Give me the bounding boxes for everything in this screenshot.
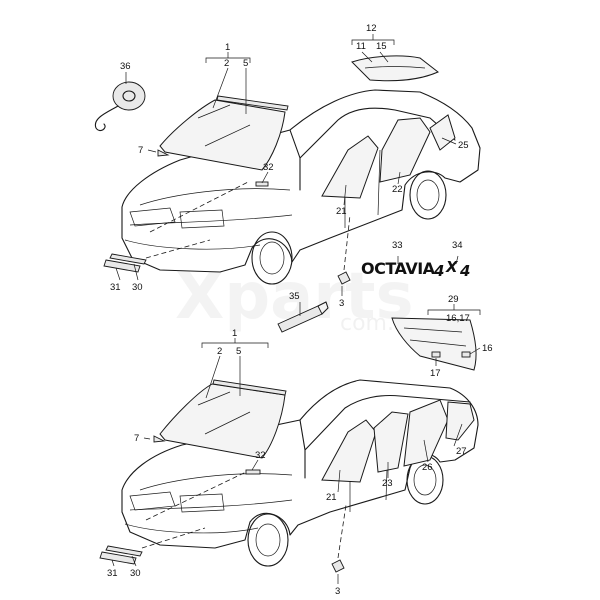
estate-support-wedge (153, 435, 166, 443)
estate-roof-line (299, 394, 471, 479)
label-3-top: 3 (339, 298, 344, 309)
label-16-17: 16,17 (446, 313, 470, 324)
octavia-badge: OCTAVIA (361, 259, 436, 278)
estate-front-wheel-rim (255, 523, 281, 557)
label-21-top: 21 (336, 206, 347, 217)
label-1-top: 1 (225, 42, 230, 53)
estate-dash-1 (145, 471, 247, 521)
sedan-rear-door-window (379, 117, 431, 183)
estate-windscreen-reflection (197, 391, 251, 435)
estate-clip-3 (331, 559, 345, 573)
sedan-grille (179, 209, 225, 229)
label-2-bottom: 2 (217, 346, 222, 357)
estate-trim-strip-31 (99, 551, 137, 565)
adhesive-tape-strand (94, 105, 119, 132)
adhesive-tape-core (122, 90, 136, 102)
sedan-bumper (124, 239, 261, 250)
sedan-support-wedge (157, 149, 170, 157)
sedan-dash-1 (149, 181, 249, 233)
label-21-bottom: 21 (326, 492, 337, 503)
four-by-four-badge: 4 X 4 (433, 258, 470, 280)
estate-rear-connector-1 (431, 351, 441, 358)
sedan-headlight (129, 207, 176, 227)
label-33: 33 (392, 240, 403, 251)
badge-4-left: 4 (433, 262, 444, 280)
estate-trim-strip-30 (105, 545, 143, 557)
sedan-rear-wheel (409, 170, 447, 220)
label-34: 34 (452, 240, 463, 251)
sedan-windscreen-strip (216, 95, 289, 111)
estate-rear-window-heater (403, 327, 467, 347)
label-29: 29 (448, 294, 459, 305)
label-5-bottom: 5 (236, 346, 241, 357)
sedan-car (121, 89, 481, 285)
estate-rear-window (391, 317, 477, 371)
sedan-roof-line (289, 107, 456, 191)
badge-4-right: 4 (459, 262, 470, 280)
sedan-dash-3 (343, 214, 351, 271)
estate-grille (179, 493, 225, 513)
label-26: 26 (422, 462, 433, 473)
label-32-top: 32 (263, 162, 274, 173)
estate-rear-side-window (403, 399, 449, 467)
label-30-top: 30 (132, 282, 143, 293)
label-32-bottom: 32 (255, 450, 266, 461)
adhesive-tape-roll (112, 81, 146, 111)
label-2-top: 2 (224, 58, 229, 69)
label-31-top: 31 (110, 282, 121, 293)
estate-rear-connector-2 (461, 351, 471, 358)
label-23: 23 (382, 478, 393, 489)
label-31-bottom: 31 (107, 568, 118, 579)
label-12: 12 (366, 23, 377, 34)
leader-lines (111, 34, 481, 584)
label-7-top: 7 (138, 145, 143, 156)
label-15: 15 (376, 41, 387, 52)
label-25: 25 (458, 140, 469, 151)
estate-headlight (129, 491, 176, 511)
sedan-windscreen (159, 99, 286, 171)
sedan-mirror-base (255, 181, 269, 187)
badge-x: X (445, 258, 459, 276)
part-labels: 1 2 5 36 7 32 31 30 12 11 15 25 22 21 3 … (107, 23, 493, 597)
sedan-front-wheel (251, 231, 293, 285)
sedan-rear-wheel-rim (416, 179, 440, 211)
sedan-hood-line (129, 188, 293, 226)
sedan-quarter-window (429, 114, 456, 151)
sedan-front-wheel-rim (259, 241, 285, 275)
sedan-trim-strip-31 (103, 259, 141, 273)
sedan-rear-window-heater (364, 66, 426, 69)
sedan-front-door-window (321, 135, 379, 199)
estate-front-wheel (247, 513, 289, 567)
estate-mirror-base (245, 469, 261, 475)
estate-bumper (124, 523, 259, 534)
sedan-windscreen-reflection (197, 104, 251, 147)
estate-hood-line (129, 473, 293, 511)
label-30-bottom: 30 (130, 568, 141, 579)
sedan-dash-2 (145, 239, 211, 259)
label-16: 16 (482, 343, 493, 354)
label-7-bottom: 7 (134, 433, 139, 444)
label-27: 27 (456, 446, 467, 457)
estate-front-door-window (321, 419, 377, 483)
estate-quarter-window (445, 401, 475, 441)
label-35: 35 (289, 291, 300, 302)
label-22: 22 (392, 184, 403, 195)
estate-dash-2 (141, 527, 206, 549)
sedan-trim-strip-30 (109, 253, 147, 265)
estate-rear-wheel-rim (413, 464, 437, 496)
label-36: 36 (120, 61, 131, 72)
sedan-clip-3 (337, 271, 351, 285)
sealant-tube-nozzle (317, 301, 329, 315)
estate-windscreen-strip (212, 379, 287, 396)
label-3-bottom: 3 (335, 586, 340, 597)
estate-rear-door-window (373, 411, 409, 473)
label-11: 11 (356, 41, 366, 52)
sedan-rear-window (351, 55, 439, 82)
label-1-bottom: 1 (232, 328, 237, 339)
label-17: 17 (430, 368, 441, 379)
label-5-top: 5 (243, 58, 248, 69)
estate-dash-3 (337, 504, 347, 559)
